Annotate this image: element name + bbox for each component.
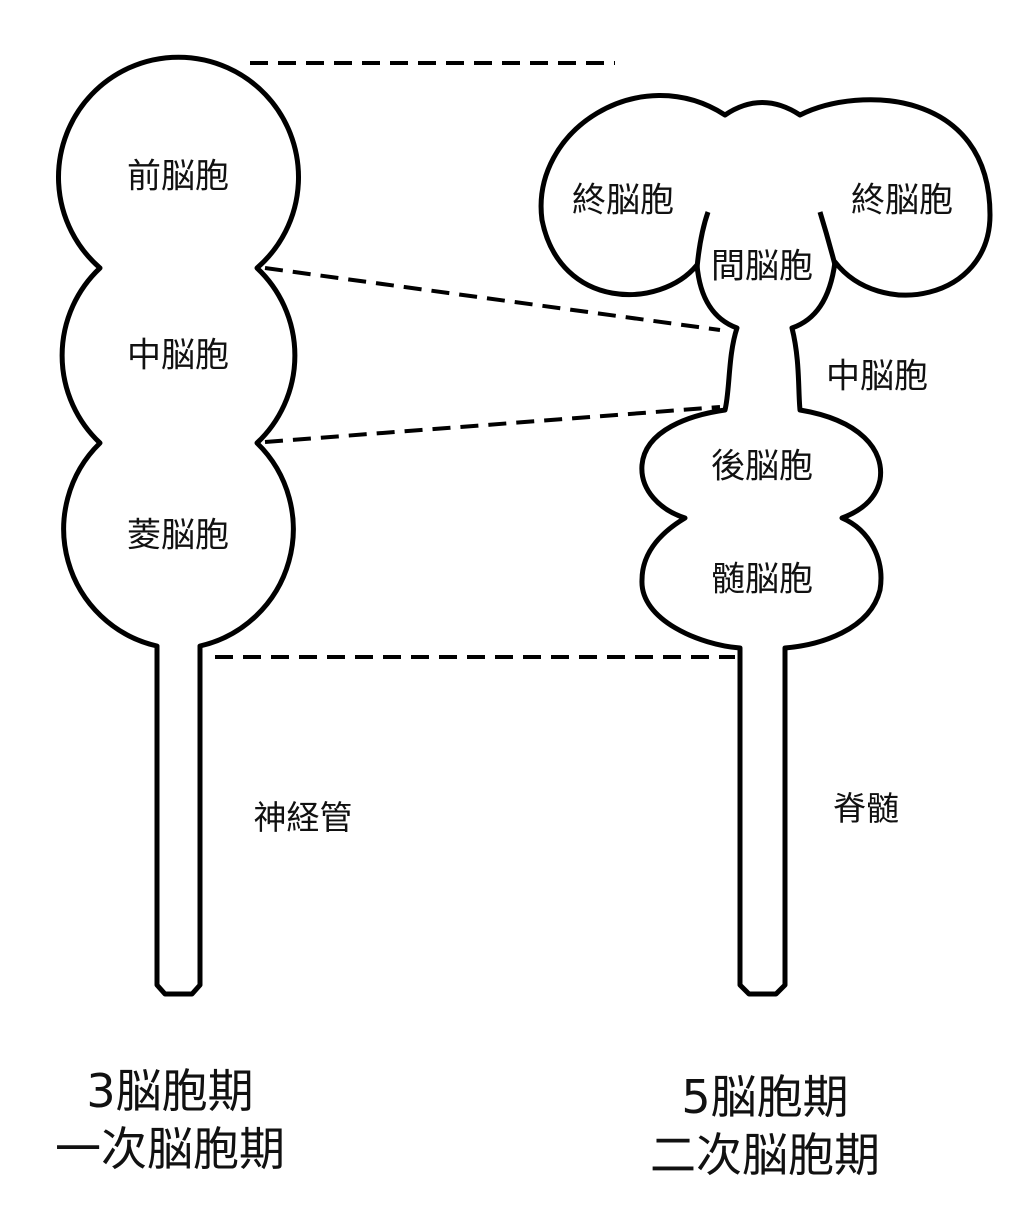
prosencephalon-label: 前脳胞 (127, 156, 229, 197)
left-title-line2: 一次脳胞期 (55, 1122, 285, 1176)
left-stage-title: 3脳胞期 一次脳胞期 (55, 1062, 285, 1178)
myelencephalon-label: 髄脳胞 (711, 559, 813, 600)
telencephalon-divider-right (817, 211, 838, 266)
five-vesicle-neural-tube (538, 93, 993, 997)
dashed-connector-midbrain-bottom (264, 405, 721, 444)
neural-tube-label: 神経管 (253, 798, 353, 837)
telencephalon-left-label: 終脳胞 (572, 180, 674, 221)
metencephalon-label: 後脳胞 (711, 446, 813, 487)
mesencephalon-label: 中脳胞 (127, 335, 229, 376)
right-title-line1: 5脳胞期 (681, 1070, 849, 1124)
dashed-connector-midbrain-top (264, 266, 721, 332)
right-stage-title: 5脳胞期 二次脳胞期 (650, 1068, 880, 1184)
telencephalon-right-label: 終脳胞 (851, 180, 953, 221)
rhombencephalon-label: 菱脳胞 (127, 515, 229, 556)
right-title-line2: 二次脳胞期 (650, 1128, 880, 1182)
diencephalon-label: 間脳胞 (711, 246, 813, 287)
spinal-cord-label: 脊髄 (833, 789, 899, 828)
left-title-line1: 3脳胞期 (86, 1064, 254, 1118)
mesencephalon-right-label: 中脳胞 (826, 356, 928, 397)
three-vesicle-neural-tube (56, 54, 301, 997)
telencephalon-divider-left (694, 211, 711, 269)
